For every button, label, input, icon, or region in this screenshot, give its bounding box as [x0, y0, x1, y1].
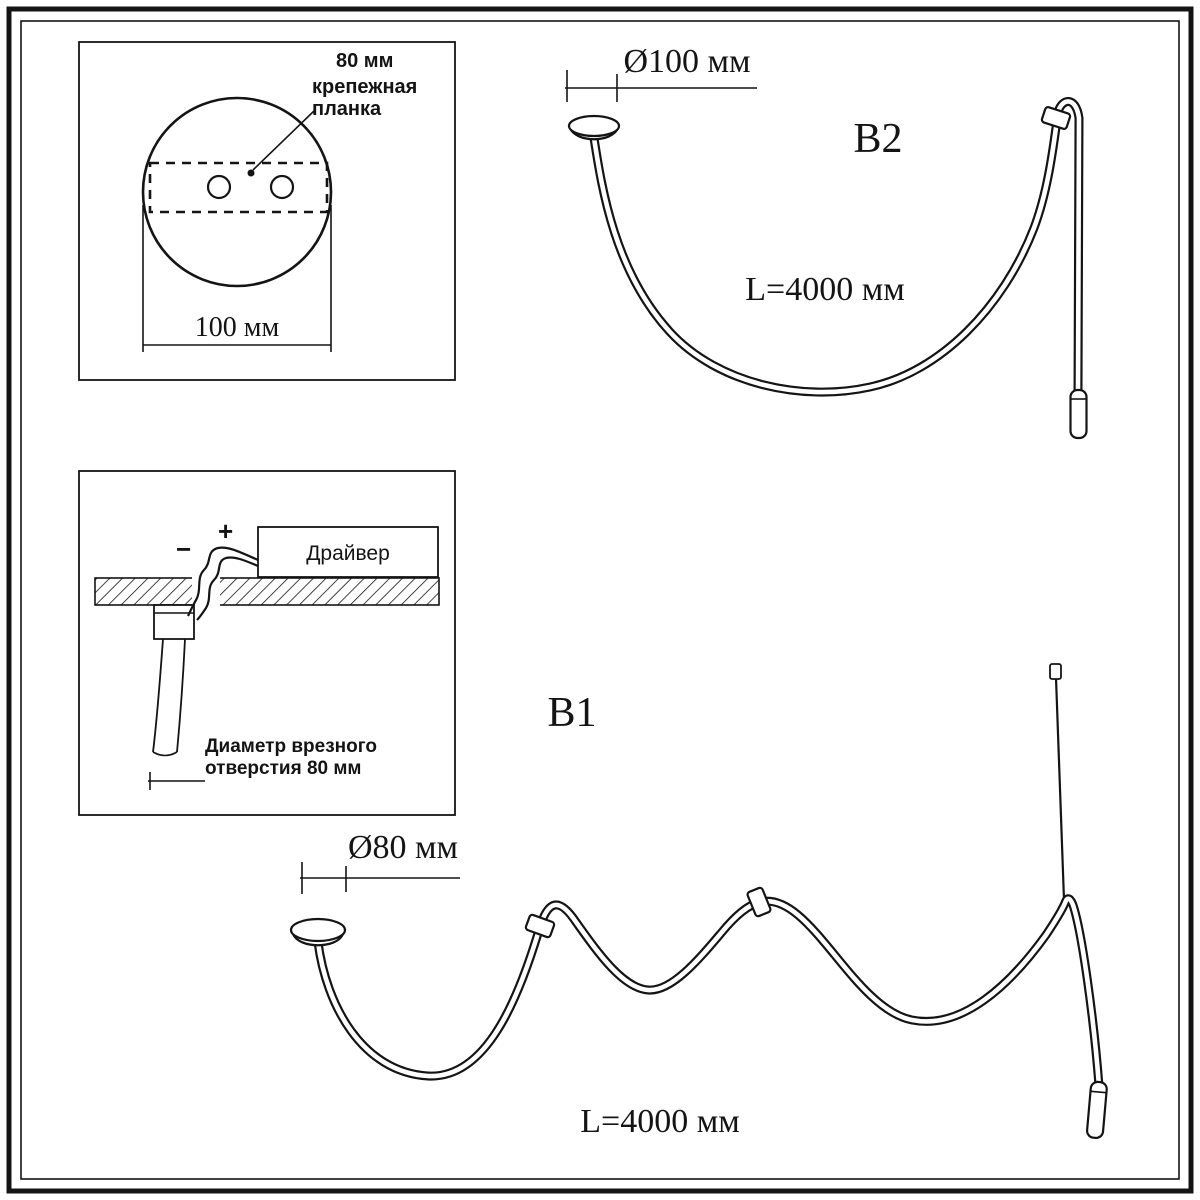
b2-diameter-label: Ø100 мм [623, 43, 750, 80]
outer-frame [6, 6, 1194, 1194]
b2-cable-inner [591, 99, 1082, 395]
b2-canopy [567, 114, 621, 138]
b1-suspension [1049, 663, 1066, 901]
b2-cable [589, 97, 1084, 397]
wire-plus-label: + [218, 516, 233, 546]
canopy-diameter-label: 100 мм [195, 312, 280, 343]
b1-cable [313, 894, 1104, 1091]
driver-detail-box: Драйвер − + Диаметр врезного отверстия 8… [78, 470, 456, 816]
bracket-dim-label: 80 мм [336, 50, 393, 72]
b1-connector-2 [746, 886, 772, 918]
recessed-fixture [152, 604, 195, 757]
leader-dot [247, 169, 255, 177]
b1-cable-inner [315, 896, 1102, 1089]
wires [187, 546, 259, 621]
b2-connector [1040, 106, 1072, 130]
bracket-hole-left [206, 174, 232, 200]
b1-pendant-tip [1085, 1080, 1108, 1140]
detail-box-border [78, 41, 456, 381]
ceiling-slab [94, 577, 440, 606]
canopy-circle [141, 96, 333, 288]
b2-title: B2 [853, 116, 902, 162]
hole-label-line2: отверстия 80 мм [205, 758, 361, 779]
b1-connector-1 [524, 913, 556, 939]
slab-wire-gap [192, 576, 220, 607]
hole-label-line1: Диаметр врезного [205, 736, 377, 757]
driver-label: Драйвер [306, 542, 390, 565]
bracket-hole-right [269, 174, 295, 200]
canopy-detail-box: 80 мм крепежная планка 100 мм [78, 41, 456, 381]
b1-figure: B1 Ø80 мм L=4000 мм [289, 663, 1108, 1140]
b2-length-label: L=4000 мм [745, 271, 904, 308]
b2-figure: Ø100 мм B2 L=4000 мм [565, 43, 1088, 440]
wire-minus-label: − [176, 534, 191, 564]
inner-frame [20, 20, 1180, 1180]
driver-box [257, 526, 439, 578]
b2-pendant-tip [1069, 388, 1088, 440]
leader-line [252, 109, 316, 171]
b1-suspension-cap [1049, 663, 1062, 680]
b1-canopy [289, 917, 347, 943]
b1-title: B1 [547, 690, 596, 736]
b1-length-label: L=4000 мм [580, 1103, 739, 1140]
detail-box2-border [78, 470, 456, 816]
mounting-bracket-rect [148, 161, 329, 214]
bracket-label-line1: крепежная [312, 76, 417, 98]
bracket-label-line2: планка [312, 98, 382, 120]
b1-diameter-label: Ø80 мм [348, 829, 458, 866]
